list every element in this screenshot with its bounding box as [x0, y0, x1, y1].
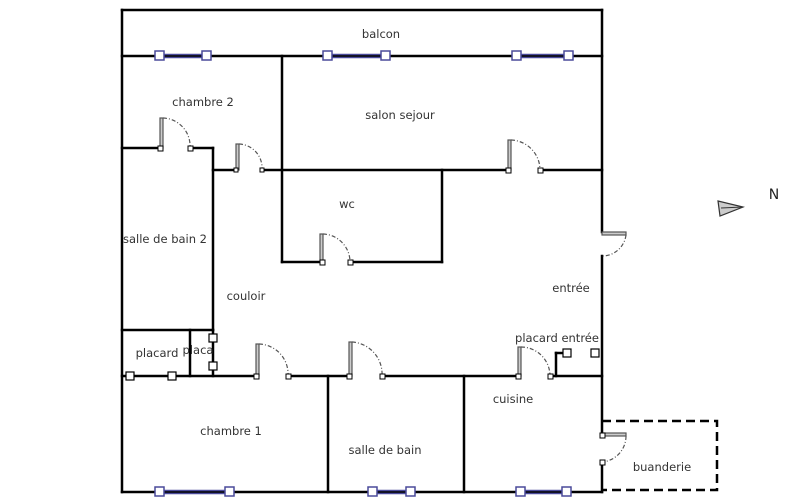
room-label-salle-de-bain-2: salle de bain 2 — [123, 232, 207, 246]
room-label-placard-2: placa — [182, 343, 214, 357]
room-label-couloir: couloir — [226, 289, 266, 303]
doors — [157, 117, 627, 466]
windows — [154, 50, 574, 497]
north-arrow-icon — [717, 200, 745, 217]
room-label-buanderie: buanderie — [632, 460, 692, 474]
north-label: N — [768, 187, 780, 203]
placard-sliders — [125, 333, 600, 381]
room-label-salon-sejour: salon sejour — [365, 108, 435, 122]
room-label-chambre-2: chambre 2 — [172, 95, 234, 109]
room-label-entree: entrée — [552, 281, 590, 295]
room-label-placard: placard — [135, 346, 179, 360]
room-label-placard-entree: placard entrée — [515, 331, 599, 345]
room-label-cuisine: cuisine — [492, 392, 534, 406]
room-label-chambre-1: chambre 1 — [200, 424, 262, 438]
room-label-wc: wc — [339, 197, 355, 211]
walls — [120, 8, 604, 494]
room-label-salle-de-bain: salle de bain — [348, 443, 422, 457]
buanderie-outline — [602, 419, 719, 492]
room-label-balcon: balcon — [361, 27, 401, 41]
